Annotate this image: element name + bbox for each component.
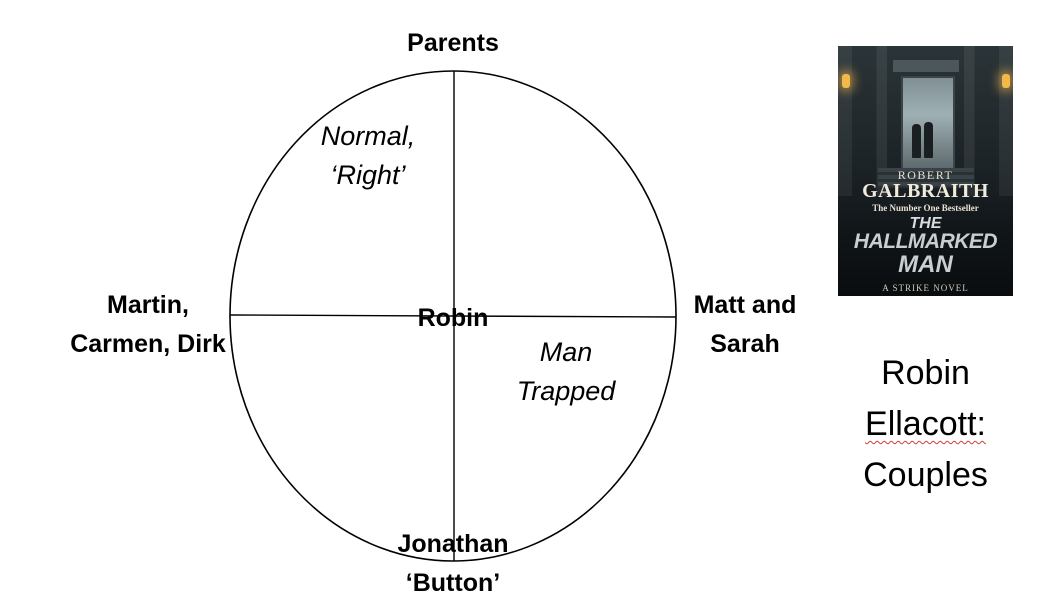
bottom-label-line1: Jonathan: [397, 530, 509, 558]
bottom-label-line2: ‘Button’: [405, 569, 501, 597]
top-label: Parents: [407, 29, 499, 57]
quadrant-top-left-line2: ‘Right’: [330, 160, 406, 190]
bottom-label: Jonathan ‘Button’: [353, 525, 553, 603]
slide-caption: Robin Ellacott: Couples: [838, 348, 1013, 501]
center-label: Robin: [417, 304, 489, 332]
caption-line2: Ellacott:: [838, 399, 1013, 450]
left-label: Martin, Carmen, Dirk: [48, 286, 248, 364]
right-label-line2: Sarah: [710, 330, 780, 358]
cover-tagline: The Number One Bestseller: [872, 203, 979, 213]
cover-title-line1: HALLMARKED: [853, 230, 998, 253]
cover-series: A STRIKE NOVEL: [882, 283, 969, 293]
left-label-line1: Martin,: [107, 291, 189, 319]
cover-figure-right: [924, 122, 933, 158]
horizontal-axis: [229, 314, 677, 318]
quadrant-top-left-line1: Normal,: [320, 121, 416, 151]
cover-steps: [878, 168, 974, 188]
quadrant-bottom-right-line1: Man: [539, 337, 593, 367]
right-label: Matt and Sarah: [670, 286, 820, 364]
cover-author-first: ROBERT: [897, 168, 954, 182]
diagram-ellipse: [229, 70, 677, 562]
right-label-line1: Matt and: [693, 291, 797, 319]
cover-title-line2: MAN: [898, 251, 953, 278]
cover-lamp-left: [842, 74, 850, 88]
cover-title-the: THE: [909, 215, 942, 232]
quadrant-bottom-right-label: Man Trapped: [486, 333, 646, 411]
quadrant-top-left-label: Normal, ‘Right’: [288, 117, 448, 195]
cover-figure-left: [912, 124, 921, 158]
caption-line1: Robin: [881, 354, 970, 392]
caption-line2-text: Ellacott:: [865, 405, 986, 443]
book-cover-image: ROBERT GALBRAITH The Number One Bestsell…: [838, 46, 1013, 296]
quadrant-bottom-right-line2: Trapped: [516, 376, 616, 406]
cover-door-frame: [893, 60, 959, 72]
cover-lamp-right: [1002, 74, 1010, 88]
left-label-line2: Carmen, Dirk: [70, 330, 226, 358]
caption-line3: Couples: [863, 456, 988, 494]
cover-author-last: GALBRAITH: [862, 180, 989, 202]
